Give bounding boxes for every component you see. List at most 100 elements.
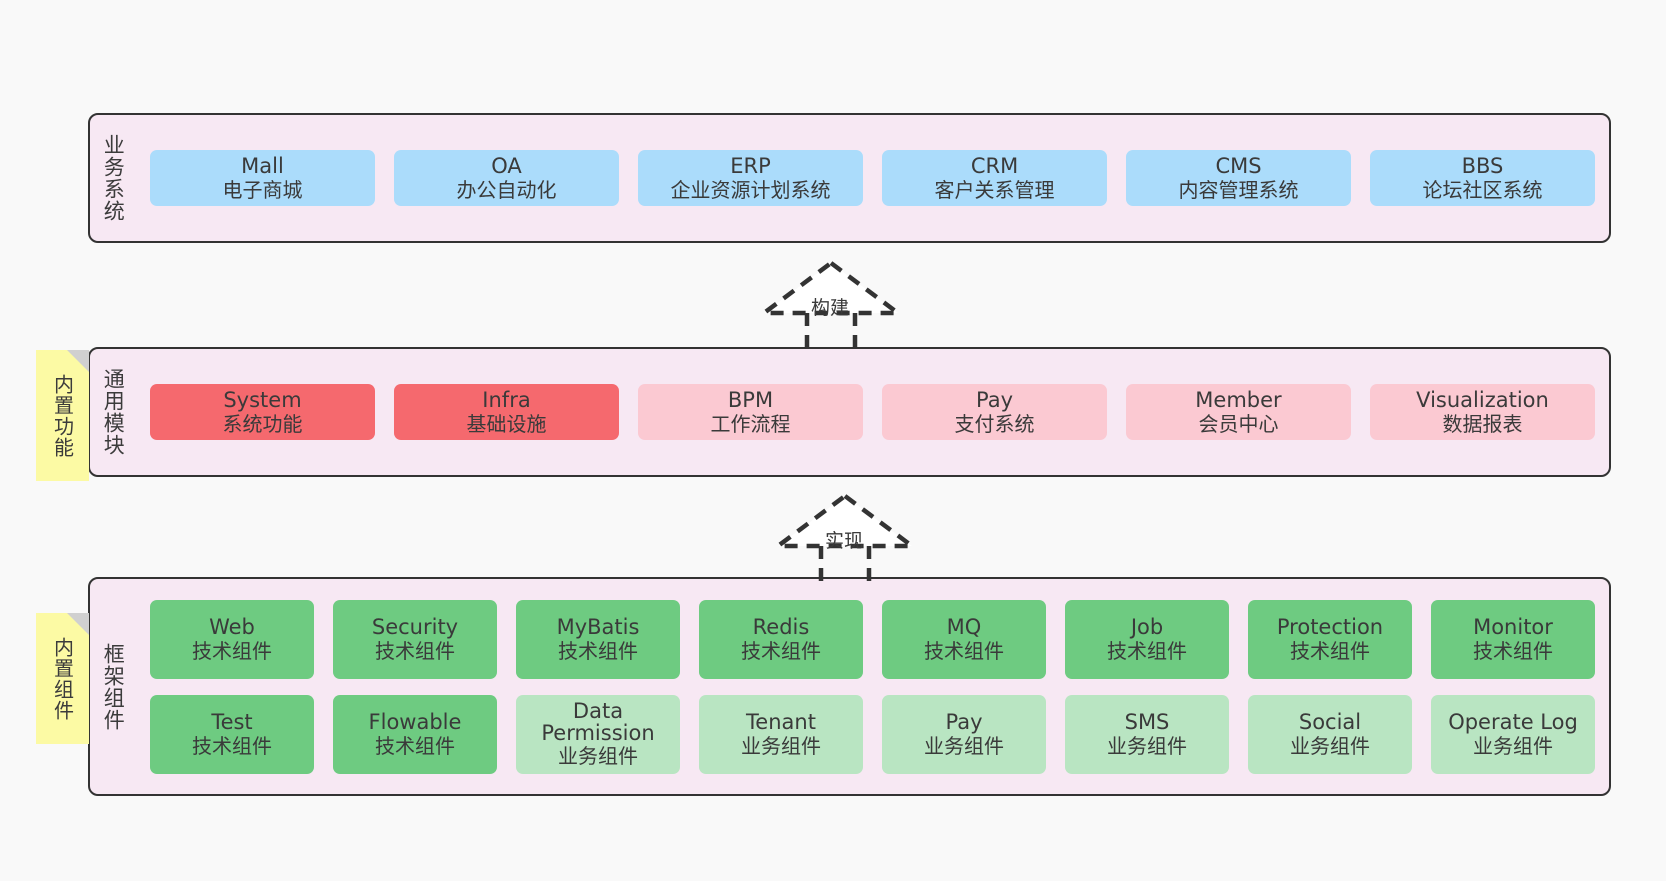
node-title: BPM [727,387,774,412]
note-builtin-feature: 内置功能 [36,350,89,481]
arrow-build: 构建 [756,255,906,350]
node-bbs[interactable]: BBS 论坛社区系统 [1370,149,1595,207]
node-subtitle: 内容管理系统 [1178,178,1299,203]
node-member[interactable]: Member 会员中心 [1126,383,1351,441]
layer-label-common-module: 通用模块 [101,368,126,456]
note-fold-corner-icon [67,350,89,372]
node-subtitle: 电子商城 [222,178,303,203]
note-text: 内置组件 [50,636,75,721]
layer-label-framework-component: 框架组件 [101,642,126,731]
node-subtitle: 技术组件 [375,734,455,759]
arrow-build-glyph [757,260,905,350]
arrow-implement-glyph [771,493,919,583]
node-title: CMS [1215,153,1262,178]
node-subtitle: 技术组件 [1473,639,1553,664]
note-fold-corner-icon [67,613,89,635]
node-subtitle: 技术组件 [1290,639,1370,664]
node-title: SMS [1124,709,1170,734]
arrow-implement-label: 实现 [825,530,864,552]
node-title: CRM [970,153,1019,178]
node-erp[interactable]: ERP 企业资源计划系统 [638,149,863,207]
node-social[interactable]: Social 业务组件 [1248,694,1412,774]
node-subtitle: 业务组件 [1290,734,1370,759]
node-title: Visualization [1416,387,1549,412]
node-subtitle: 会员中心 [1198,412,1279,437]
node-subtitle: 办公自动化 [456,178,557,203]
node-crm[interactable]: CRM 客户关系管理 [882,149,1107,207]
node-flowable[interactable]: Flowable 技术组件 [333,694,497,774]
node-title: Monitor [1473,614,1553,639]
node-pay-module[interactable]: Pay 支付系统 [882,383,1107,441]
node-mall[interactable]: Mall 电子商城 [150,149,375,207]
node-title: Mall [241,153,284,178]
node-title: Flowable [368,709,462,734]
node-subtitle: 业务组件 [741,734,821,759]
node-subtitle: 技术组件 [924,639,1004,664]
node-data-permission[interactable]: Data Permission 业务组件 [516,694,680,774]
node-sms[interactable]: SMS 业务组件 [1065,694,1229,774]
node-subtitle: 企业资源计划系统 [670,178,831,203]
node-title: Test [211,709,253,734]
layer-business-system: 业务系统 Mall 电子商城 OA 办公自动化 ERP 企业资源计划系统 CRM [88,113,1611,243]
node-subtitle: 支付系统 [954,412,1035,437]
node-web[interactable]: Web 技术组件 [150,599,314,679]
node-title: Pay [945,709,983,734]
node-title: ERP [730,153,771,178]
node-test[interactable]: Test 技术组件 [150,694,314,774]
node-operate-log[interactable]: Operate Log 业务组件 [1431,694,1595,774]
note-builtin-component: 内置组件 [36,613,89,744]
node-title: Job [1130,614,1164,639]
node-redis[interactable]: Redis 技术组件 [699,599,863,679]
node-job[interactable]: Job 技术组件 [1065,599,1229,679]
node-title: System [223,387,302,412]
node-subtitle: 业务组件 [558,744,638,769]
arrow-implement: 实现 [770,488,920,583]
node-visualization[interactable]: Visualization 数据报表 [1370,383,1595,441]
node-title: Member [1195,387,1282,412]
node-title: Protection [1276,614,1384,639]
node-title: BBS [1461,153,1504,178]
node-row: Mall 电子商城 OA 办公自动化 ERP 企业资源计划系统 CRM 客户关系… [150,149,1595,207]
node-title: Pay [975,387,1014,412]
node-subtitle: 技术组件 [741,639,821,664]
arrow-build-label: 构建 [811,297,850,319]
node-pay-component[interactable]: Pay 业务组件 [882,694,1046,774]
node-subtitle: 业务组件 [1473,734,1553,759]
layer-body-business-system: Mall 电子商城 OA 办公自动化 ERP 企业资源计划系统 CRM 客户关系… [136,115,1609,241]
node-subtitle: 论坛社区系统 [1422,178,1543,203]
node-oa[interactable]: OA 办公自动化 [394,149,619,207]
node-title: Tenant [746,709,816,734]
node-title: Data Permission [541,698,655,745]
node-mq[interactable]: MQ 技术组件 [882,599,1046,679]
node-system[interactable]: System 系统功能 [150,383,375,441]
node-subtitle: 系统功能 [222,412,303,437]
node-subtitle: 业务组件 [924,734,1004,759]
node-title: Security [371,614,459,639]
node-title: MQ [946,614,982,639]
node-monitor[interactable]: Monitor 技术组件 [1431,599,1595,679]
node-subtitle: 技术组件 [1107,639,1187,664]
node-title: Infra [482,387,531,412]
node-row: Test 技术组件 Flowable 技术组件 Data Permission … [150,694,1595,774]
node-title: MyBatis [556,614,640,639]
node-row: Web 技术组件 Security 技术组件 MyBatis 技术组件 Redi… [150,599,1595,679]
node-subtitle: 技术组件 [558,639,638,664]
node-subtitle: 客户关系管理 [934,178,1055,203]
node-subtitle: 基础设施 [466,412,547,437]
node-mybatis[interactable]: MyBatis 技术组件 [516,599,680,679]
layer-body-framework-component: Web 技术组件 Security 技术组件 MyBatis 技术组件 Redi… [136,579,1609,794]
node-tenant[interactable]: Tenant 业务组件 [699,694,863,774]
node-security[interactable]: Security 技术组件 [333,599,497,679]
node-protection[interactable]: Protection 技术组件 [1248,599,1412,679]
layer-framework-component: 框架组件 Web 技术组件 Security 技术组件 MyBatis 技术组件… [88,577,1611,796]
node-title: Operate Log [1448,709,1578,734]
node-row: System 系统功能 Infra 基础设施 BPM 工作流程 Pay 支付系统… [150,383,1595,441]
layer-label-business-system: 业务系统 [101,134,126,222]
node-bpm[interactable]: BPM 工作流程 [638,383,863,441]
node-subtitle: 技术组件 [375,639,455,664]
layer-common-module: 通用模块 System 系统功能 Infra 基础设施 BPM 工作流程 Pay [88,347,1611,477]
node-cms[interactable]: CMS 内容管理系统 [1126,149,1351,207]
node-title: Web [209,614,255,639]
node-infra[interactable]: Infra 基础设施 [394,383,619,441]
